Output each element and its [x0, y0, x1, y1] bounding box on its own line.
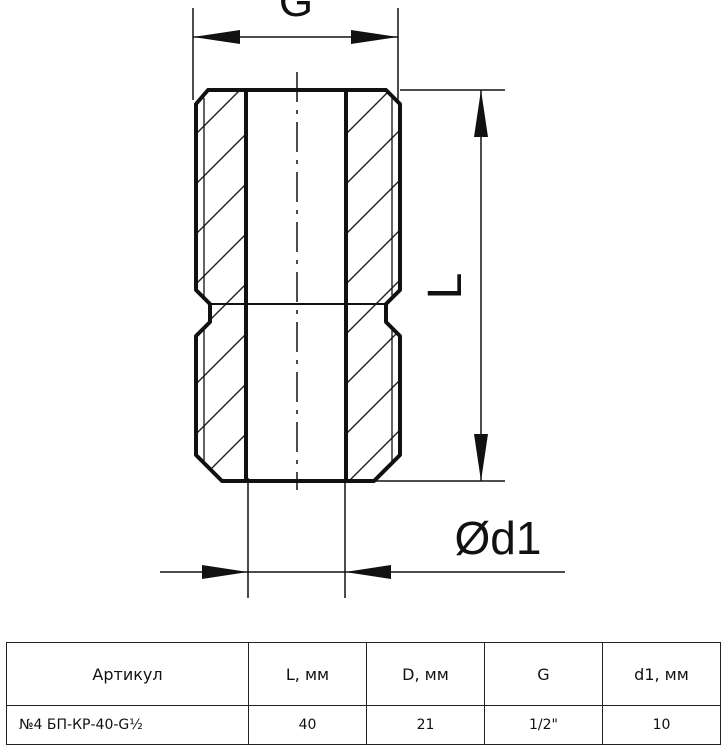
g-arrow-right	[351, 30, 398, 44]
l-label: L	[419, 273, 472, 300]
header-d1: d1, мм	[602, 642, 721, 706]
spec-table: Артикул L, мм D, мм G d1, мм №4 БП-КР-40…	[6, 642, 721, 745]
header-g: G	[484, 642, 603, 706]
cell-d: 21	[366, 705, 485, 745]
cell-l: 40	[248, 705, 367, 745]
left-wall-hatch	[196, 90, 246, 481]
table-header-row: Артикул L, мм D, мм G d1, мм	[6, 642, 721, 706]
cell-article: №4 БП-КР-40-G½	[6, 705, 249, 745]
l-arrow-top	[474, 90, 488, 137]
table-row: №4 БП-КР-40-G½ 40 21 1/2" 10	[6, 705, 721, 745]
header-article: Артикул	[6, 642, 249, 706]
l-arrow-bottom	[474, 434, 488, 481]
d1-arrow-left	[202, 565, 248, 579]
d1-arrow-right	[345, 565, 391, 579]
header-d: D, мм	[366, 642, 485, 706]
cell-g: 1/2"	[484, 705, 603, 745]
cell-d1: 10	[602, 705, 721, 745]
d1-label: Ød1	[455, 512, 542, 564]
g-label: G	[279, 0, 313, 26]
fitting-outline	[194, 88, 402, 483]
header-l: L, мм	[248, 642, 367, 706]
fitting-drawing: G L Ød1	[160, 0, 565, 598]
g-arrow-left	[193, 30, 240, 44]
